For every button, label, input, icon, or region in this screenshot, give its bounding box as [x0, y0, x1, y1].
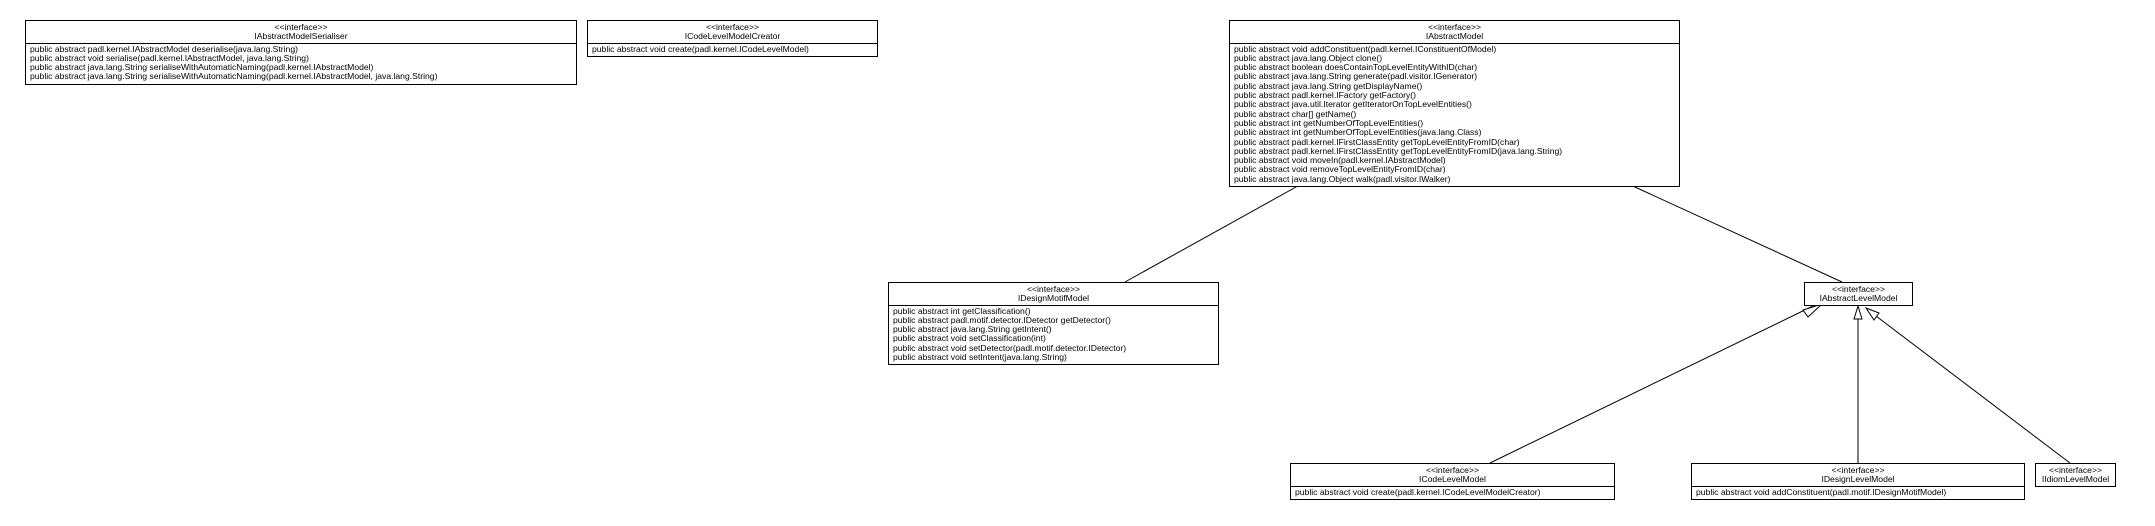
method: public abstract padl.kernel.IFactory get… [1234, 90, 1416, 101]
method: public abstract char[] getName() [1234, 108, 1357, 119]
method: public abstract java.lang.String seriali… [30, 62, 374, 73]
class-name: IAbstractModel [1425, 31, 1484, 42]
method: public abstract void create(padl.kernel.… [592, 43, 809, 54]
class-iabstractmodel[interactable]: <<interface>> IAbstractModel public abst… [1229, 20, 1680, 188]
method: public abstract int getClassification() [893, 305, 1031, 316]
class-header: <<interface>> IIdiomLevelModel [2036, 464, 2115, 486]
class-name: IAbstractModelSerialiser [254, 31, 348, 42]
method: public abstract int getNumberOfTopLevelE… [1234, 127, 1482, 138]
method: public abstract void addConstituent(padl… [1696, 486, 1947, 497]
stereotype-label: <<interface>> [705, 22, 760, 32]
method: public abstract void create(padl.kernel.… [1295, 486, 1541, 497]
method-list: public abstract void create(padl.kernel.… [1291, 487, 1614, 499]
method-list: public abstract void create(padl.kernel.… [588, 44, 877, 56]
method: public abstract padl.kernel.IFirstClassE… [1234, 136, 1520, 147]
method: public abstract void setClassification(i… [893, 333, 1046, 344]
method-list: public abstract void addConstituent(padl… [1230, 44, 1679, 186]
method: public abstract void serialise(padl.kern… [30, 52, 309, 63]
method: public abstract void setIntent(java.lang… [893, 352, 1067, 363]
method: public abstract java.lang.String generat… [1234, 71, 1478, 82]
class-header: <<interface>> ICodeLevelModel [1291, 464, 1614, 487]
stereotype-label: <<interface>> [274, 22, 328, 32]
method-list: public abstract void addConstituent(padl… [1692, 487, 2024, 499]
generalization-arrowhead [1864, 306, 1880, 321]
class-idesignlevelmodel[interactable]: <<interface>> IDesignLevelModel public a… [1691, 463, 2025, 500]
stereotype-label: <<interface>> [1427, 22, 1482, 32]
method-list: public abstract int getClassification() … [889, 306, 1218, 365]
class-icodelevelmodelcreator[interactable]: <<interface>> ICodeLevelModelCreator pub… [587, 20, 878, 57]
class-header: <<interface>> IAbstractModel [1230, 21, 1679, 44]
method: public abstract java.lang.String seriali… [30, 71, 438, 82]
method: public abstract int getNumberOfTopLevelE… [1234, 117, 1424, 128]
class-icodelevelmodel[interactable]: <<interface>> ICodeLevelModel public abs… [1290, 463, 1615, 500]
class-name: IDesignLevelModel [1821, 474, 1895, 485]
edge-idiom-level-model-to-abstract-level-model [1875, 315, 2071, 464]
stereotype-label: <<interface>> [2048, 465, 2103, 475]
method: public abstract padl.kernel.IFirstClassE… [1234, 145, 1563, 156]
class-idesignmotifmodel[interactable]: <<interface>> IDesignMotifModel public a… [888, 282, 1219, 366]
method: public abstract java.util.Iterator getIt… [1234, 99, 1472, 110]
stereotype-label: <<interface>> [1425, 465, 1480, 475]
class-name: ICodeLevelModelCreator [684, 31, 781, 42]
method: public abstract void setDetector(padl.mo… [893, 342, 1127, 353]
generalization-arrowhead [1853, 304, 1863, 320]
class-header: <<interface>> IAbstractLevelModel [1805, 283, 1912, 305]
generalization-arrowhead [1802, 303, 1823, 318]
method: public abstract void addConstituent(padl… [1234, 43, 1497, 54]
method: public abstract java.lang.String getInte… [893, 324, 1052, 335]
method: public abstract void moveIn(padl.kernel.… [1234, 155, 1446, 166]
stereotype-label: <<interface>> [1831, 465, 1885, 475]
method: public abstract java.lang.Object walk(pa… [1234, 173, 1451, 184]
class-iidiomlevelmodel[interactable]: <<interface>> IIdiomLevelModel [2035, 463, 2116, 487]
class-name: ICodeLevelModel [1419, 474, 1486, 485]
method: public abstract boolean doesContainTopLe… [1234, 62, 1478, 73]
class-name: IIdiomLevelModel [2041, 474, 2110, 485]
class-iabstractlevelmodel[interactable]: <<interface>> IAbstractLevelModel [1804, 282, 1913, 306]
class-name: IDesignMotifModel [1017, 293, 1090, 304]
edge-abstract-model-to-design-motif-model [1124, 181, 1306, 283]
stereotype-label: <<interface>> [1831, 284, 1886, 294]
method: public abstract padl.kernel.IAbstractMod… [30, 43, 298, 54]
class-name: IAbstractLevelModel [1819, 293, 1898, 304]
class-header: <<interface>> IDesignLevelModel [1692, 464, 2024, 487]
method: public abstract java.lang.String getDisp… [1234, 80, 1423, 91]
class-header: <<interface>> IAbstractModelSerialiser [26, 21, 576, 44]
class-iabstractmodelserialiser[interactable]: <<interface>> IAbstractModelSerialiser p… [25, 20, 577, 85]
class-header: <<interface>> IDesignMotifModel [889, 283, 1218, 306]
method: public abstract padl.motif.detector.IDet… [893, 314, 1111, 325]
edge-abstract-model-to-abstract-level-model [1623, 181, 1843, 283]
method-list: public abstract padl.kernel.IAbstractMod… [26, 44, 576, 84]
stereotype-label: <<interface>> [1026, 284, 1081, 294]
edge-code-level-model-to-abstract-level-model [1489, 305, 1814, 464]
method: public abstract void removeTopLevelEntit… [1234, 164, 1446, 175]
method: public abstract java.lang.Object clone() [1234, 52, 1383, 63]
class-header: <<interface>> ICodeLevelModelCreator [588, 21, 877, 44]
